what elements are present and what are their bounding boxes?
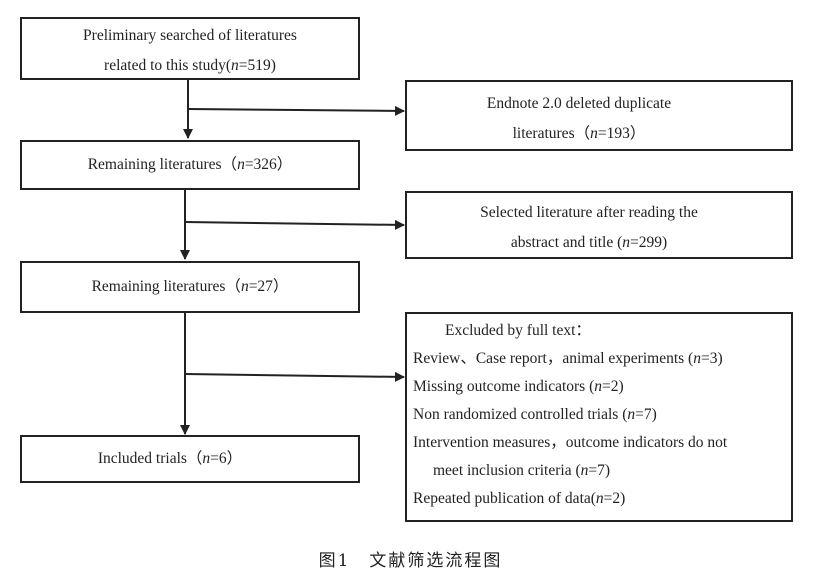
excluded-header: Excluded by full text： [445, 322, 591, 339]
excluded-item: Non randomized controlled trials (n=7) [413, 406, 657, 423]
excluded-item: Intervention measures，outcome indicators… [413, 434, 728, 451]
initial-line-1: Preliminary searched of literatures [83, 27, 297, 44]
included-text: Included trials（n=6） [97, 450, 243, 467]
box-excluded-full-text: Excluded by full text： Review、Case repor… [405, 312, 793, 522]
excluded-item: Repeated publication of data(n=2) [413, 490, 626, 507]
figure-caption: 图1 文献筛选流程图 [318, 551, 503, 571]
duplicates-line-1: Endnote 2.0 deleted duplicate [486, 95, 672, 112]
abstract-line-2: abstract and title (n=299) [510, 234, 668, 251]
arrow-to-abstract [184, 219, 405, 230]
remaining2-text: Remaining literatures（n=27） [91, 278, 289, 295]
arrow-to-excluded [184, 371, 405, 382]
duplicates-line-2: literatures（n=193） [512, 125, 646, 142]
box-included-trials: Included trials（n=6） [20, 435, 360, 483]
box-remaining-2: Remaining literatures（n=27） [20, 261, 360, 313]
excluded-item-continued: meet inclusion criteria (n=7) [433, 462, 611, 479]
initial-line-2: related to this study(n=519) [104, 57, 276, 74]
box-initial-search: Preliminary searched of literatures rela… [20, 17, 360, 80]
remaining1-text: Remaining literatures（n=326） [87, 156, 293, 173]
box-remaining-1: Remaining literatures（n=326） [20, 140, 360, 190]
box-abstract-title-excluded: Selected literature after reading the ab… [405, 191, 793, 259]
excluded-item: Review、Case report，animal experiments (n… [413, 350, 723, 367]
abstract-line-1: Selected literature after reading the [480, 204, 698, 221]
excluded-item: Missing outcome indicators (n=2) [413, 378, 624, 395]
arrow-to-duplicates [187, 105, 405, 116]
box-duplicates-removed: Endnote 2.0 deleted duplicate literature… [405, 80, 793, 151]
